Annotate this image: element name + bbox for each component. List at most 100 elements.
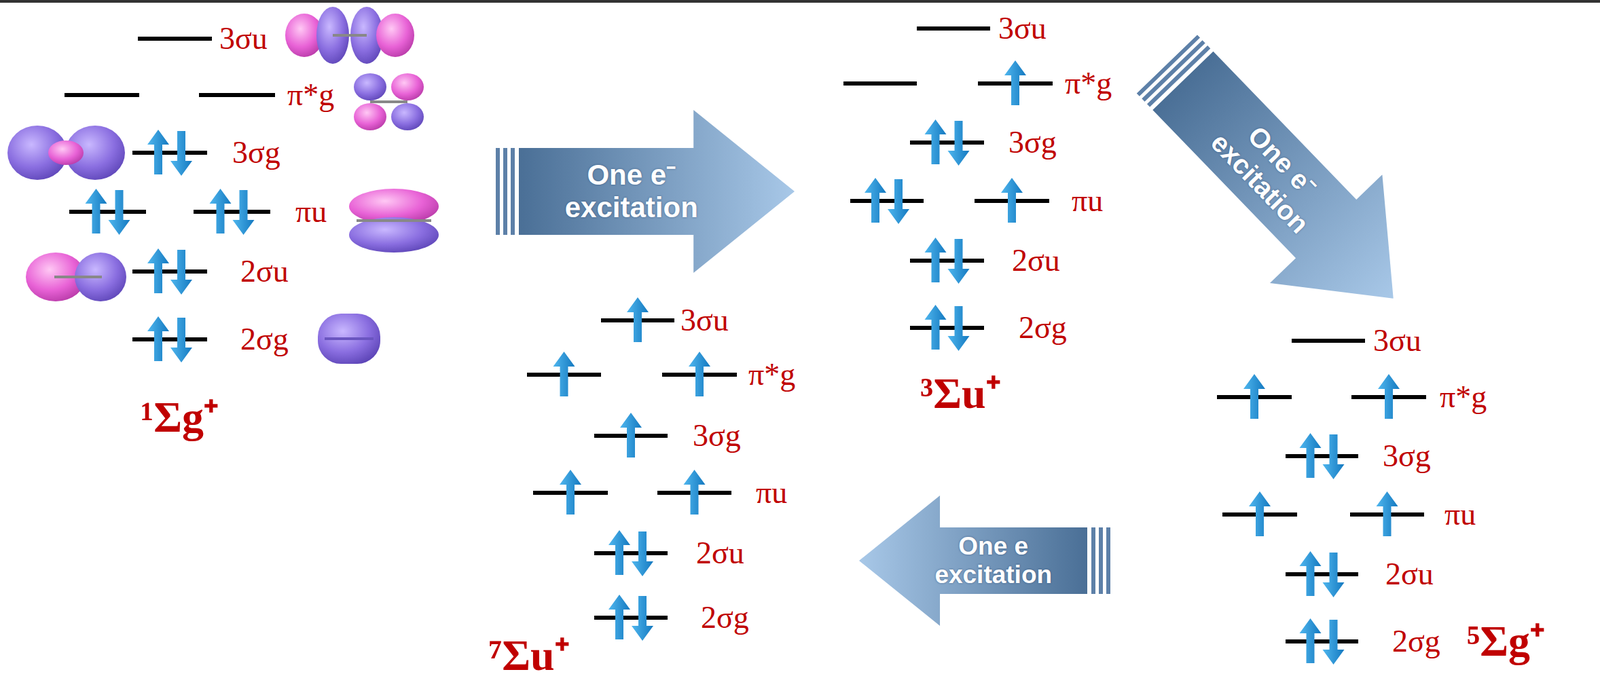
- electron-arrow: [948, 306, 970, 352]
- electron-arrow: [1376, 491, 1399, 537]
- orbital-label: 3σu: [998, 12, 1047, 45]
- orbital-level: [594, 551, 668, 556]
- orbital-label: 2σg: [1018, 312, 1067, 344]
- electron-arrow: [147, 129, 170, 175]
- electron-arrow: [924, 119, 947, 165]
- orbital-level: [916, 26, 991, 31]
- electron-arrow: [688, 351, 711, 397]
- electron-arrow: [1299, 618, 1322, 664]
- electron-arrow: [1322, 434, 1345, 480]
- orbital-label: 3σu: [219, 23, 268, 55]
- orbital-level: [198, 93, 276, 98]
- term-symbol: ⁷Σu⁺: [488, 634, 570, 678]
- orbital-level: [1291, 338, 1366, 343]
- arrow-label: One e excitation: [915, 532, 1072, 591]
- electron-arrow: [170, 249, 193, 295]
- electron-arrow: [209, 188, 232, 234]
- orbital-label: 3σg: [1382, 440, 1431, 472]
- electron-arrow: [924, 304, 947, 350]
- orbital-icon: [353, 73, 424, 131]
- orbital-label: 3σg: [232, 137, 281, 169]
- electron-arrow: [1243, 374, 1266, 420]
- orbital-label: 3σu: [680, 304, 729, 337]
- electron-arrow: [147, 248, 170, 294]
- block-arrow: One e⁻ excitation: [1111, 9, 1450, 353]
- orbital-icon: [349, 188, 439, 253]
- electron-arrow: [626, 297, 649, 343]
- electron-arrow: [147, 316, 170, 362]
- orbital-label: 2σu: [240, 256, 289, 288]
- orbital-level: [910, 258, 985, 263]
- electron-arrow: [1299, 433, 1322, 479]
- electron-arrow: [1248, 491, 1271, 537]
- orbital-level: [69, 209, 147, 214]
- orbital-label: 3σg: [1008, 126, 1057, 159]
- orbital-label: 2σg: [1392, 626, 1441, 658]
- electron-arrow: [559, 469, 582, 515]
- orbital-level: [910, 325, 985, 331]
- orbital-level: [132, 150, 208, 155]
- orbital-label: πu: [1444, 499, 1476, 531]
- electron-arrow: [108, 190, 131, 235]
- electron-arrow: [85, 188, 108, 234]
- term-symbol: ⁵Σg⁺: [1466, 620, 1545, 664]
- orbital-label: πu: [755, 477, 788, 509]
- electron-arrow: [948, 120, 970, 166]
- orbital-level: [843, 81, 917, 86]
- term-symbol: ³Σu⁺: [920, 372, 1002, 416]
- electron-arrow: [948, 239, 970, 284]
- orbital-label: 2σg: [240, 323, 289, 356]
- orbital-label: π*g: [287, 79, 335, 111]
- orbital-level: [850, 198, 924, 204]
- orbital-level: [594, 615, 668, 621]
- electron-arrow: [620, 412, 642, 458]
- electron-arrow: [608, 530, 631, 576]
- block-arrow: One e excitation: [859, 495, 1111, 627]
- block-arrow: One e⁻ excitation: [495, 110, 795, 274]
- orbital-label: 3σu: [1373, 325, 1422, 357]
- orbital-label: 2σu: [696, 537, 745, 570]
- orbital-label: π*g: [1064, 67, 1112, 100]
- electron-arrow: [1322, 552, 1345, 598]
- electron-arrow: [1004, 60, 1027, 106]
- electron-arrow: [631, 596, 654, 642]
- electron-arrow: [1001, 177, 1023, 223]
- orbital-level: [132, 337, 208, 342]
- arrow-label: One e⁻ excitation: [539, 158, 724, 225]
- term-symbol: ¹Σg⁺: [140, 395, 219, 440]
- electron-arrow: [683, 469, 706, 515]
- arrow-shape: [859, 495, 1111, 627]
- electron-arrow: [864, 177, 887, 223]
- orbital-icon: [317, 313, 381, 365]
- orbital-level: [64, 93, 140, 98]
- orbital-level: [1285, 572, 1359, 577]
- electron-arrow: [170, 131, 193, 176]
- electron-arrow: [924, 237, 947, 283]
- electron-arrow: [887, 179, 910, 225]
- electron-arrow: [608, 594, 631, 640]
- orbital-icon: [25, 252, 127, 302]
- orbital-level: [910, 140, 985, 145]
- orbital-label: 2σg: [700, 602, 750, 634]
- orbital-level: [137, 36, 212, 41]
- electron-arrow: [1377, 374, 1400, 420]
- electron-arrow: [553, 351, 576, 397]
- orbital-label: 2σu: [1011, 245, 1061, 277]
- orbital-label: π*g: [1439, 381, 1487, 413]
- orbital-level: [1285, 639, 1359, 644]
- orbital-icon: [7, 125, 125, 180]
- electron-arrow: [1322, 620, 1345, 665]
- orbital-label: π*g: [748, 359, 796, 391]
- orbital-level: [132, 269, 208, 274]
- orbital-label: 2σu: [1385, 558, 1434, 591]
- electron-arrow: [232, 190, 255, 235]
- electron-arrow: [631, 531, 654, 577]
- electron-arrow: [1299, 551, 1322, 597]
- orbital-label: πu: [295, 196, 327, 228]
- orbital-level: [1285, 454, 1359, 459]
- orbital-level: [193, 209, 271, 214]
- orbital-label: 3σg: [692, 420, 741, 452]
- orbital-label: πu: [1071, 185, 1103, 217]
